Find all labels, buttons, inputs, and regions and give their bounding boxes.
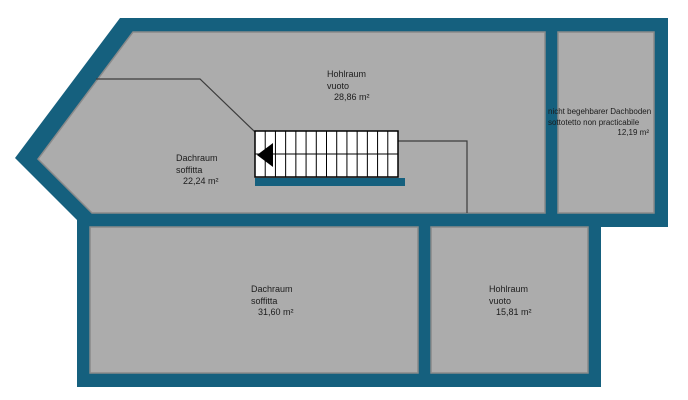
room-area: 28,86 m²: [334, 92, 370, 102]
room-name-de: Hohlraum: [489, 284, 529, 294]
room-name-it: soffitta: [251, 295, 278, 306]
room-lower-right-hohlraum: [430, 226, 589, 374]
room-label-dachraum-lower: Dachraum soffitta 31,60 m²: [251, 284, 294, 319]
stair-landing-wall: [255, 178, 405, 186]
room-upper-main: [37, 31, 546, 214]
room-name-de: Dachraum: [176, 153, 218, 163]
room-name-de: nicht begehbarer Dachboden: [548, 107, 652, 116]
room-name-de: Dachraum: [251, 284, 293, 294]
room-name-it: vuoto: [327, 80, 350, 91]
room-name-it: sottotetto non practicabile: [548, 117, 640, 127]
room-area: 12,19 m²: [617, 128, 649, 137]
room-right-dachboden: [557, 31, 655, 214]
room-name-it: vuoto: [489, 295, 512, 306]
room-lower-left-dachraum: [89, 226, 419, 374]
room-name-it: soffitta: [176, 164, 203, 175]
room-label-dachboden-right: nicht begehbarer Dachboden sottotetto no…: [548, 107, 652, 139]
room-name-de: Hohlraum: [327, 69, 367, 79]
room-label-dachraum-upper: Dachraum soffitta 22,24 m²: [176, 153, 219, 188]
room-label-hohlraum-lower: Hohlraum vuoto 15,81 m²: [489, 284, 532, 319]
room-area: 15,81 m²: [496, 307, 532, 317]
stair-direction-arrow-icon: [257, 143, 273, 167]
room-label-hohlraum-upper: Hohlraum vuoto 28,86 m²: [327, 69, 370, 104]
boundary-line-left: [96, 78, 256, 133]
room-area: 22,24 m²: [183, 176, 219, 186]
boundary-line-right: [398, 140, 468, 213]
room-area: 31,60 m²: [258, 307, 294, 317]
